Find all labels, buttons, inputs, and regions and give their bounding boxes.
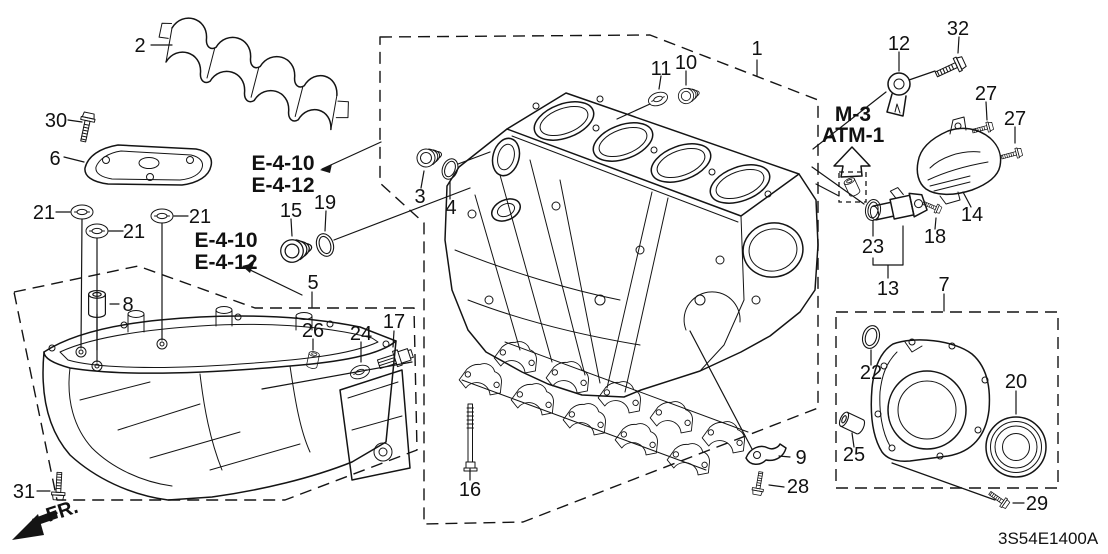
- ref-e410-lower[interactable]: E-4-10: [194, 229, 257, 252]
- callout-5[interactable]: 5: [307, 272, 318, 294]
- dowel-detail-box: [838, 171, 867, 203]
- callout-11[interactable]: 11: [651, 58, 672, 80]
- o-ring-22-icon: [859, 323, 883, 351]
- washer-21c-icon: [85, 223, 109, 239]
- callout-17[interactable]: 17: [383, 311, 405, 333]
- gasket-strip-art: [158, 17, 349, 131]
- callout-7[interactable]: 7: [938, 274, 949, 296]
- cylinder-block-boundary-box: [379, 34, 819, 525]
- stud-bolt-16-icon: [463, 403, 478, 472]
- callout-21a[interactable]: 21: [33, 202, 55, 224]
- callout-13[interactable]: 13: [877, 278, 899, 300]
- callout-23[interactable]: 23: [862, 236, 884, 258]
- callout-16[interactable]: 16: [459, 479, 481, 501]
- callout-30[interactable]: 30: [45, 110, 67, 132]
- callout-6[interactable]: 6: [49, 148, 60, 170]
- bolt-30-icon: [75, 111, 97, 144]
- leader-lines: [36, 36, 1025, 504]
- ref-e412-lower[interactable]: E-4-12: [194, 251, 257, 274]
- washer-24-icon: [348, 362, 372, 382]
- dowel-pin-26-icon: [305, 350, 321, 370]
- knock-sensor-art: [886, 72, 911, 117]
- callout-21c[interactable]: 21: [123, 221, 145, 243]
- up-arrow-icon: [833, 146, 871, 178]
- callout-32[interactable]: 32: [947, 18, 969, 40]
- callout-12[interactable]: 12: [888, 33, 910, 55]
- drain-bolt-17-icon: [376, 348, 414, 370]
- callout-29[interactable]: 29: [1026, 493, 1048, 515]
- callout-31[interactable]: 31: [13, 481, 35, 503]
- dowel-pin-detail-icon: [842, 176, 862, 198]
- callout-25[interactable]: 25: [843, 444, 865, 466]
- plug-15-icon: [278, 235, 315, 265]
- crank-sensor-art: [869, 187, 928, 221]
- washer-11-icon: [646, 89, 670, 109]
- callout-4[interactable]: 4: [445, 197, 456, 219]
- seal-plate-kit-box: [835, 311, 1059, 489]
- oil-pan-boundary-box: [13, 265, 418, 501]
- callout-27a[interactable]: 27: [975, 83, 997, 105]
- plug-10-icon: [676, 84, 702, 106]
- bolt-27b-icon: [999, 146, 1024, 163]
- washer-19-icon: [313, 230, 337, 260]
- oil-pan-art: [42, 306, 411, 501]
- callout-28[interactable]: 28: [787, 476, 809, 498]
- harness-clamp-art: [745, 443, 787, 465]
- callout-1[interactable]: 1: [751, 38, 762, 60]
- seal-plate-art: [870, 338, 991, 462]
- bolt-32-icon: [932, 54, 968, 82]
- reference-labels: E-4-10 E-4-12 E-4-10 E-4-12 M-3 ATM-1: [194, 103, 884, 274]
- callout-10[interactable]: 10: [675, 52, 697, 74]
- baffle-plate-art: [84, 144, 213, 186]
- callout-2[interactable]: 2: [134, 35, 145, 57]
- callout-18[interactable]: 18: [924, 226, 946, 248]
- sensor-cover-art: [916, 116, 1002, 205]
- callout-20[interactable]: 20: [1005, 371, 1027, 393]
- washer-21a-icon: [70, 204, 94, 220]
- dowel-pin-25-icon: [837, 410, 867, 436]
- oil-seal-art: [985, 416, 1047, 478]
- callout-19[interactable]: 19: [314, 192, 336, 214]
- front-marker-label: FR.: [43, 496, 80, 527]
- bolt-29-icon: [986, 488, 1012, 511]
- bolt-28-icon: [750, 470, 767, 497]
- washer-21b-icon: [150, 208, 174, 224]
- o-ring-4-icon: [438, 156, 462, 182]
- diagram-code: 3S54E1400A: [998, 529, 1099, 548]
- callout-labels: 1 2 3 4 5 6 7 8 9 10 11 12 13 14 15 16 1…: [13, 18, 1048, 515]
- callout-24[interactable]: 24: [350, 323, 372, 345]
- callout-22[interactable]: 22: [860, 362, 882, 384]
- callout-27b[interactable]: 27: [1004, 108, 1026, 130]
- cylinder-block-art: [444, 92, 819, 398]
- bearing-cap-bridge-art: [456, 334, 752, 481]
- ref-e412-upper[interactable]: E-4-12: [251, 174, 314, 197]
- callout-15[interactable]: 15: [280, 200, 302, 222]
- o-ring-23-icon: [863, 198, 883, 222]
- callout-3[interactable]: 3: [414, 186, 425, 208]
- callout-14[interactable]: 14: [961, 204, 983, 226]
- front-direction-arrow-icon: [12, 510, 58, 540]
- callout-26[interactable]: 26: [302, 320, 324, 342]
- callout-8[interactable]: 8: [122, 294, 133, 316]
- callout-21b[interactable]: 21: [189, 206, 211, 228]
- callout-9[interactable]: 9: [795, 447, 806, 469]
- ref-e410-upper[interactable]: E-4-10: [251, 152, 314, 175]
- plug-3-icon: [414, 144, 445, 170]
- ref-atm1[interactable]: ATM-1: [822, 124, 885, 147]
- ref-m3[interactable]: M-3: [835, 103, 871, 126]
